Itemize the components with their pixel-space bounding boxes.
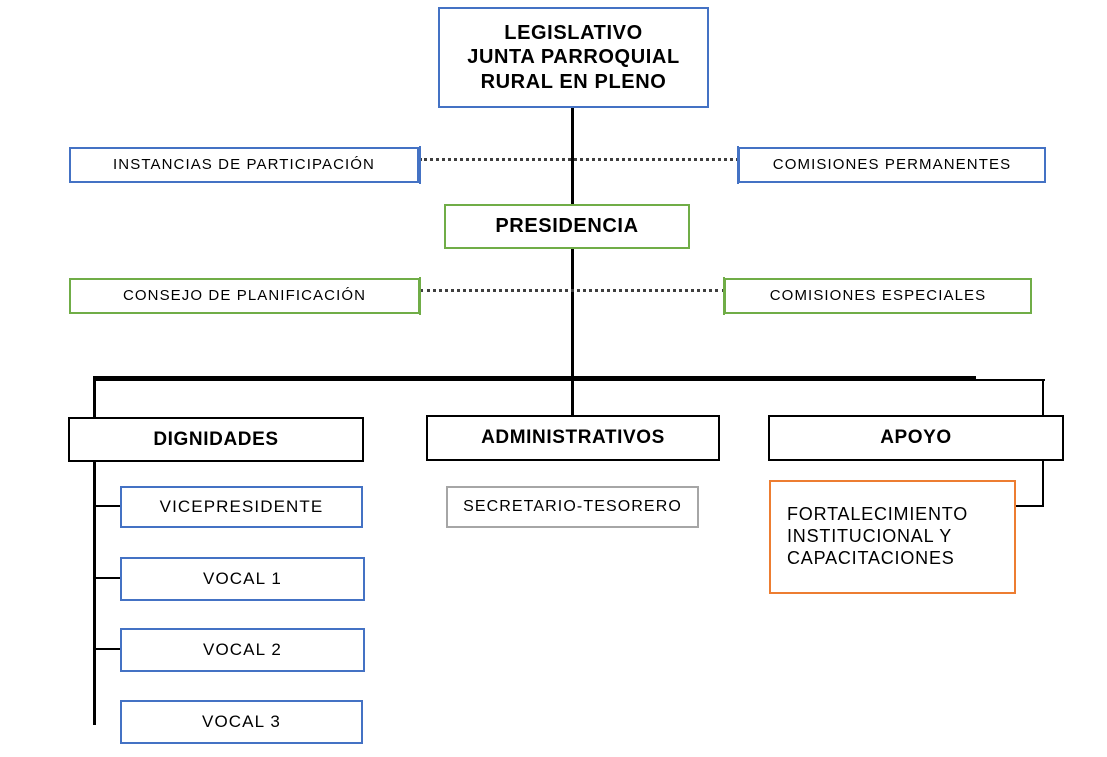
node-vocal-2-label: VOCAL 2 — [203, 639, 282, 659]
node-administrativos-label: ADMINISTRATIVOS — [481, 427, 665, 449]
node-consejo-planificacion-label: CONSEJO DE PLANIFICACIÓN — [122, 286, 367, 304]
connector-stub-vocal-2 — [93, 648, 121, 650]
connector-dignidades-spine — [93, 461, 96, 725]
node-vocal-1-label: VOCAL 1 — [203, 568, 282, 588]
connector-stub-vocal-1 — [93, 577, 121, 579]
node-presidencia-label: PRESIDENCIA — [495, 215, 639, 238]
node-vicepresidente-label: VICEPRESIDENTE — [159, 496, 324, 516]
node-legislativo[interactable]: LEGISLATIVO JUNTA PARROQUIAL RURAL EN PL… — [438, 7, 709, 108]
node-vocal-2[interactable]: VOCAL 2 — [120, 628, 365, 672]
node-apoyo-label: APOYO — [880, 427, 952, 449]
connector-presidencia-trunk — [571, 249, 574, 379]
connector-distribution-bar-right — [974, 379, 1045, 381]
connector-bar-to-dignidades — [93, 376, 96, 418]
connector-distribution-bar — [93, 376, 976, 381]
node-presidencia[interactable]: PRESIDENCIA — [444, 204, 690, 249]
node-instancias-participacion-label: INSTANCIAS DE PARTICIPACIÓN — [113, 155, 375, 173]
node-secretario-tesorero-label: SECRETARIO-TESORERO — [463, 498, 682, 516]
node-apoyo[interactable]: APOYO — [768, 415, 1064, 461]
node-legislativo-label: LEGISLATIVO JUNTA PARROQUIAL RURAL EN PL… — [467, 21, 680, 93]
connector-dotted-participacion-comisiones — [419, 158, 739, 161]
node-vocal-1[interactable]: VOCAL 1 — [120, 557, 365, 601]
node-comisiones-especiales-label: COMISIONES ESPECIALES — [769, 286, 987, 304]
connector-bar-to-administrativos — [571, 376, 574, 416]
node-administrativos[interactable]: ADMINISTRATIVOS — [426, 415, 720, 461]
node-comisiones-permanentes-label: COMISIONES PERMANENTES — [772, 155, 1012, 173]
node-consejo-planificacion[interactable]: CONSEJO DE PLANIFICACIÓN — [69, 278, 420, 314]
connector-bar-to-apoyo — [1042, 379, 1044, 416]
connector-stub-vicepresidente — [93, 505, 121, 507]
node-dignidades-label: DIGNIDADES — [153, 428, 279, 450]
node-comisiones-permanentes[interactable]: COMISIONES PERMANENTES — [738, 147, 1046, 183]
node-secretario-tesorero[interactable]: SECRETARIO-TESORERO — [446, 486, 699, 528]
node-vicepresidente[interactable]: VICEPRESIDENTE — [120, 486, 363, 528]
node-dignidades[interactable]: DIGNIDADES — [68, 417, 364, 462]
node-comisiones-especiales[interactable]: COMISIONES ESPECIALES — [724, 278, 1032, 314]
node-fortalecimiento-label: FORTALECIMIENTO INSTITUCIONAL Y CAPACITA… — [787, 504, 969, 568]
connector-dotted-planificacion-especiales — [420, 289, 725, 292]
node-vocal-3[interactable]: VOCAL 3 — [120, 700, 363, 744]
connector-stub-fortalecimiento — [1015, 505, 1044, 507]
node-fortalecimiento[interactable]: FORTALECIMIENTO INSTITUCIONAL Y CAPACITA… — [769, 480, 1016, 594]
connector-elbow-planificacion — [417, 277, 421, 315]
node-instancias-participacion[interactable]: INSTANCIAS DE PARTICIPACIÓN — [69, 147, 419, 183]
connector-elbow-participacion — [417, 146, 421, 184]
connector-legislativo-presidencia — [571, 108, 574, 204]
connector-apoyo-spine — [1042, 461, 1044, 506]
node-vocal-3-label: VOCAL 3 — [202, 711, 281, 731]
